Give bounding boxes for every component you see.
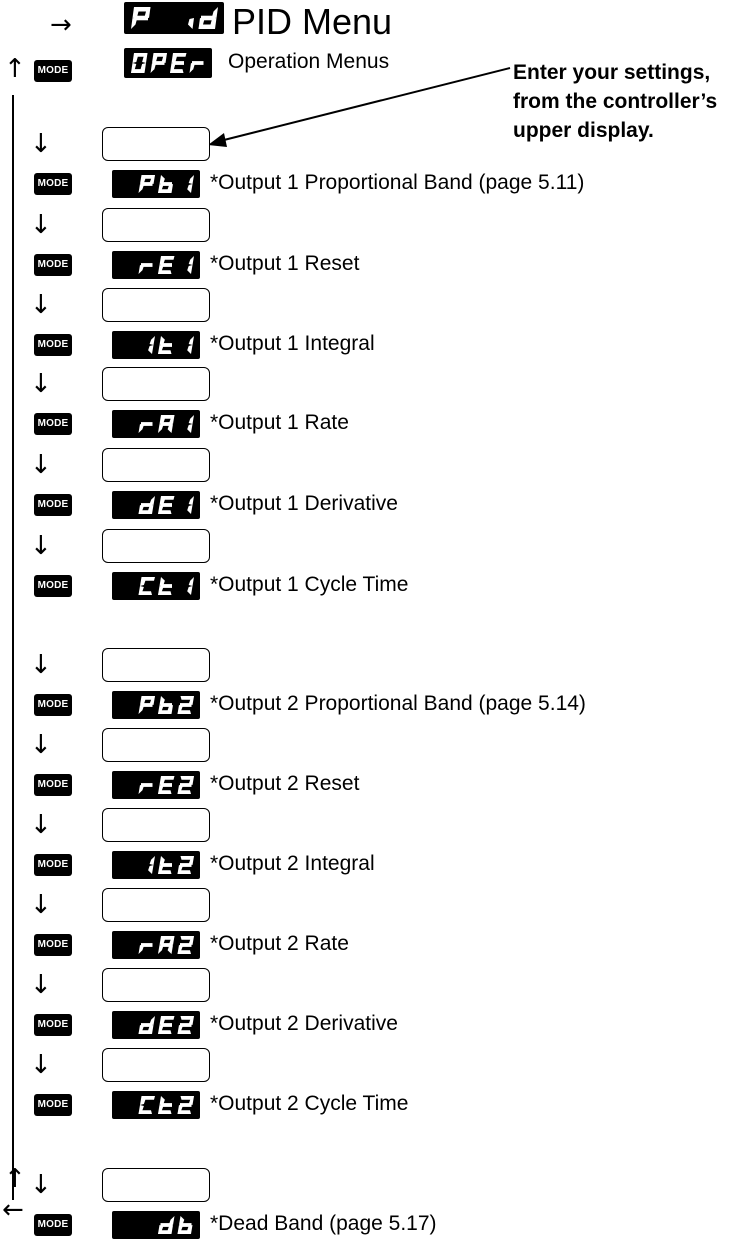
setting-input-box-ct1[interactable] [102,529,210,563]
down-arrow-icon: ↓ [30,730,52,760]
parameter-label-db: *Dead Band (page 5.17) [210,1212,437,1235]
display-it2 [112,851,200,879]
setting-input-box-de1[interactable] [102,448,210,482]
down-arrow-icon: ↓ [30,970,52,1000]
setting-input-box-re2[interactable] [102,728,210,762]
parameter-label-ct2: *Output 2 Cycle Time [210,1092,409,1115]
mode-button[interactable]: MODE [34,60,72,82]
up-arrow-icon: ↑ [4,54,26,84]
parameter-label-re2: *Output 2 Reset [210,772,360,795]
display-de1 [112,491,200,519]
down-arrow-icon: ↓ [30,129,52,159]
parameter-label-pb1: *Output 1 Proportional Band (page 5.11) [210,171,585,194]
parameter-label-de1: *Output 1 Derivative [210,492,398,515]
mode-button[interactable]: MODE [34,694,72,716]
setting-input-box-pb2[interactable] [102,648,210,682]
display-pb1 [112,170,200,198]
setting-input-box-ct2[interactable] [102,1048,210,1082]
callout-note: Enter your settings, from the controller… [513,58,717,145]
parameter-label-pb2: *Output 2 Proportional Band (page 5.14) [210,692,586,715]
display-re2 [112,771,200,799]
up-arrow-icon: ↑ [4,1164,26,1194]
down-arrow-icon: ↓ [30,290,52,320]
down-arrow-icon: ↓ [30,1050,52,1080]
parameter-label-it2: *Output 2 Integral [210,852,375,875]
display-ct2 [112,1091,200,1119]
display-db [112,1211,200,1239]
display-re1 [112,251,200,279]
setting-input-box-ra1[interactable] [102,367,210,401]
left-arrow-icon: ← [2,1195,24,1225]
mode-button[interactable]: MODE [34,494,72,516]
mode-button[interactable]: MODE [34,334,72,356]
callout-line-1: Enter your settings, [513,61,711,84]
callout-line-2: from the controller’s [513,90,718,113]
mode-button[interactable]: MODE [34,254,72,276]
display-ra2 [112,931,200,959]
down-arrow-icon: ↓ [30,650,52,680]
setting-input-box-re1[interactable] [102,208,210,242]
page-title: PID Menu [232,1,393,42]
parameter-label-re1: *Output 1 Reset [210,252,360,275]
mode-button[interactable]: MODE [34,413,72,435]
parameter-label-ra1: *Output 1 Rate [210,411,349,434]
parameter-label-ra2: *Output 2 Rate [210,932,349,955]
display-pb2 [112,691,200,719]
setting-input-box-it2[interactable] [102,808,210,842]
pid-display [124,2,224,34]
mode-button[interactable]: MODE [34,575,72,597]
setting-input-box-pb1[interactable] [102,127,210,161]
mode-button[interactable]: MODE [34,173,72,195]
down-arrow-icon: ↓ [30,369,52,399]
callout-arrow-icon [208,67,511,147]
mode-button[interactable]: MODE [34,1214,72,1236]
right-arrow-icon: → [50,10,72,40]
operation-menus-label: Operation Menus [228,50,390,73]
down-arrow-icon: ↓ [30,531,52,561]
oper-display [124,48,212,78]
display-ct1 [112,572,200,600]
display-ra1 [112,410,200,438]
parameter-label-de2: *Output 2 Derivative [210,1012,398,1035]
parameter-label-it1: *Output 1 Integral [210,332,375,355]
return-flow-line [12,95,14,1200]
setting-input-box-db[interactable] [102,1168,210,1202]
setting-input-box-ra2[interactable] [102,888,210,922]
setting-input-box-it1[interactable] [102,288,210,322]
mode-button[interactable]: MODE [34,774,72,796]
callout-line-3: upper display. [513,119,654,142]
mode-button[interactable]: MODE [34,854,72,876]
setting-input-box-de2[interactable] [102,968,210,1002]
down-arrow-icon: ↓ [30,1170,52,1200]
mode-button[interactable]: MODE [34,934,72,956]
down-arrow-icon: ↓ [30,210,52,240]
parameter-label-ct1: *Output 1 Cycle Time [210,573,409,596]
down-arrow-icon: ↓ [30,810,52,840]
down-arrow-icon: ↓ [30,890,52,920]
mode-button[interactable]: MODE [34,1014,72,1036]
down-arrow-icon: ↓ [30,450,52,480]
display-de2 [112,1011,200,1039]
display-it1 [112,331,200,359]
mode-button[interactable]: MODE [34,1094,72,1116]
